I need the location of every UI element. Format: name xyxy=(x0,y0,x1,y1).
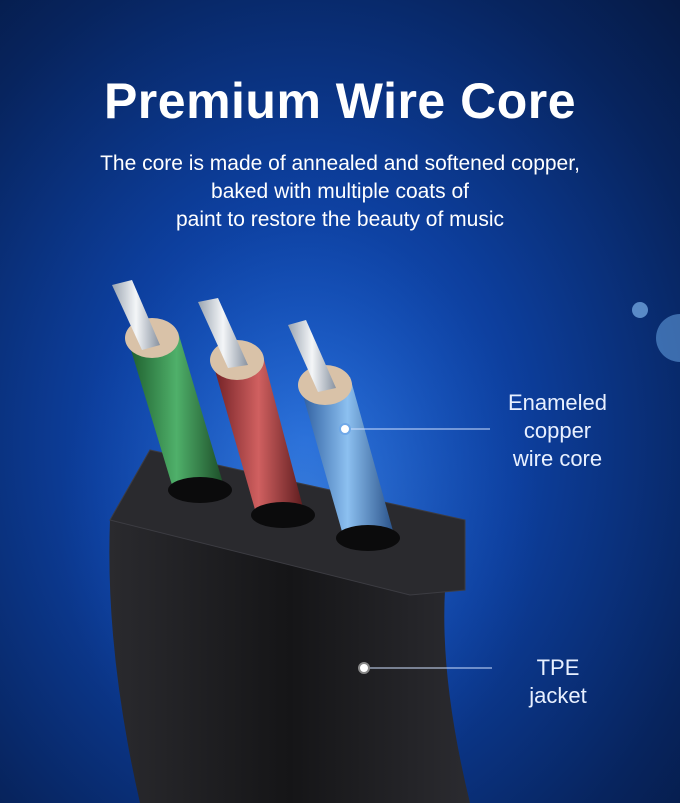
callout-line: copper xyxy=(523,418,592,443)
wire-red xyxy=(198,298,315,528)
wire-blue xyxy=(288,320,400,551)
callout-line: TPE xyxy=(536,655,580,680)
callout-line: jacket xyxy=(529,683,587,708)
subtitle: The core is made of annealed and softene… xyxy=(0,150,680,234)
subtitle-line: The core is made of annealed and softene… xyxy=(100,152,580,175)
subtitle-line: baked with multiple coats of xyxy=(211,180,469,203)
jacket-callout-line xyxy=(358,662,492,674)
subtitle-line: paint to restore the beauty of music xyxy=(175,208,504,231)
wire-green xyxy=(112,280,232,503)
callout-line: Enameled xyxy=(507,390,608,415)
bubbles xyxy=(632,302,680,362)
callout-line: wire core xyxy=(512,446,603,471)
jacket-callout: TPE jacket xyxy=(508,654,608,710)
core-callout-line xyxy=(339,423,490,435)
page-title: Premium Wire Core xyxy=(103,73,577,129)
core-callout: Enameled copper wire core xyxy=(495,389,620,473)
